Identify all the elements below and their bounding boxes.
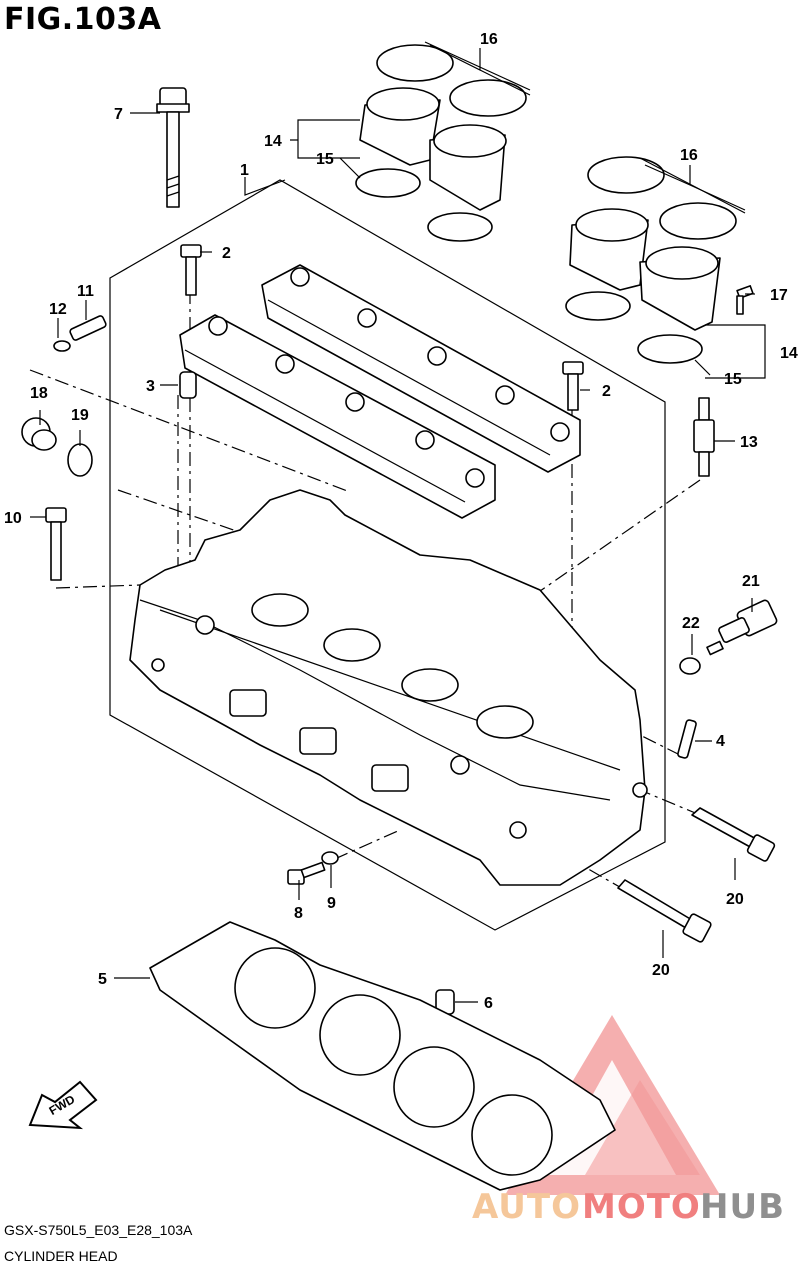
callout-3: 3	[146, 378, 155, 395]
union-11	[69, 315, 107, 341]
watermark-text: AUTO MOTO HUB	[472, 1187, 785, 1227]
figure-title: FIG.103A	[4, 2, 162, 37]
callout-12: 12	[49, 301, 67, 318]
callout-19: 19	[71, 407, 89, 424]
model-code: GSX-S750L5_E03_E28_103A	[4, 1222, 193, 1238]
svg-text:AUTO: AUTO	[472, 1187, 581, 1227]
callout-14a: 14	[264, 133, 282, 150]
callout-15a: 15	[316, 151, 334, 168]
head-gasket-5	[149, 921, 616, 1191]
bolt-10	[45, 507, 67, 581]
assembly-outline	[109, 179, 666, 931]
callout-17: 17	[770, 287, 788, 304]
callout-10: 10	[4, 510, 22, 527]
callout-1: 1	[240, 162, 249, 179]
bolt-7	[156, 87, 190, 208]
spark-plug-13	[693, 397, 715, 477]
callout-22: 22	[682, 615, 700, 632]
callout-21: 21	[742, 573, 760, 590]
callout-14b: 14	[780, 345, 798, 362]
camshaft-holder-rear	[261, 264, 581, 473]
bolt-20-upper	[691, 807, 776, 862]
callout-8: 8	[294, 905, 303, 922]
sensor-21	[706, 599, 778, 656]
gasket-12	[53, 340, 71, 352]
callout-15b: 15	[724, 371, 742, 388]
bolt-20-lower	[617, 879, 712, 943]
leader-lines	[30, 44, 766, 1003]
washer-9	[321, 851, 339, 865]
intake-pipes-right	[565, 156, 746, 364]
callout-20b: 20	[652, 962, 670, 979]
figure-caption: CYLINDER HEAD	[4, 1248, 118, 1264]
cylinder-head-block	[129, 489, 648, 886]
callout-5: 5	[98, 971, 107, 988]
callout-11: 11	[77, 283, 94, 300]
callout-9: 9	[327, 895, 336, 912]
camshaft-holder-front	[179, 314, 496, 519]
bolt-2-right	[562, 361, 584, 411]
callout-16a: 16	[480, 31, 498, 48]
screw-17	[736, 285, 754, 315]
callout-18: 18	[30, 385, 48, 402]
dowel-pin-3	[179, 371, 197, 399]
bolt-8	[287, 861, 326, 885]
svg-text:HUB: HUB	[700, 1187, 785, 1227]
washer-19	[67, 443, 93, 477]
callout-labels: 1 2 2 3 4 5 6 7 8 9 10 11 12 13 14 14 15…	[4, 31, 798, 1012]
svg-text:MOTO: MOTO	[582, 1187, 701, 1227]
callout-6: 6	[484, 995, 493, 1012]
callout-13: 13	[740, 434, 758, 451]
o-ring-22	[679, 657, 701, 675]
callout-20a: 20	[726, 891, 744, 908]
callout-2a: 2	[222, 245, 231, 262]
callout-16b: 16	[680, 147, 698, 164]
fwd-arrow: FWD	[28, 1080, 98, 1130]
callout-4: 4	[716, 733, 725, 750]
pin-4	[677, 719, 697, 759]
plug-18	[21, 417, 57, 451]
bolt-2-upper	[180, 244, 202, 296]
callout-2b: 2	[602, 383, 611, 400]
callout-7: 7	[114, 106, 123, 123]
intake-pipes-left	[355, 41, 531, 242]
